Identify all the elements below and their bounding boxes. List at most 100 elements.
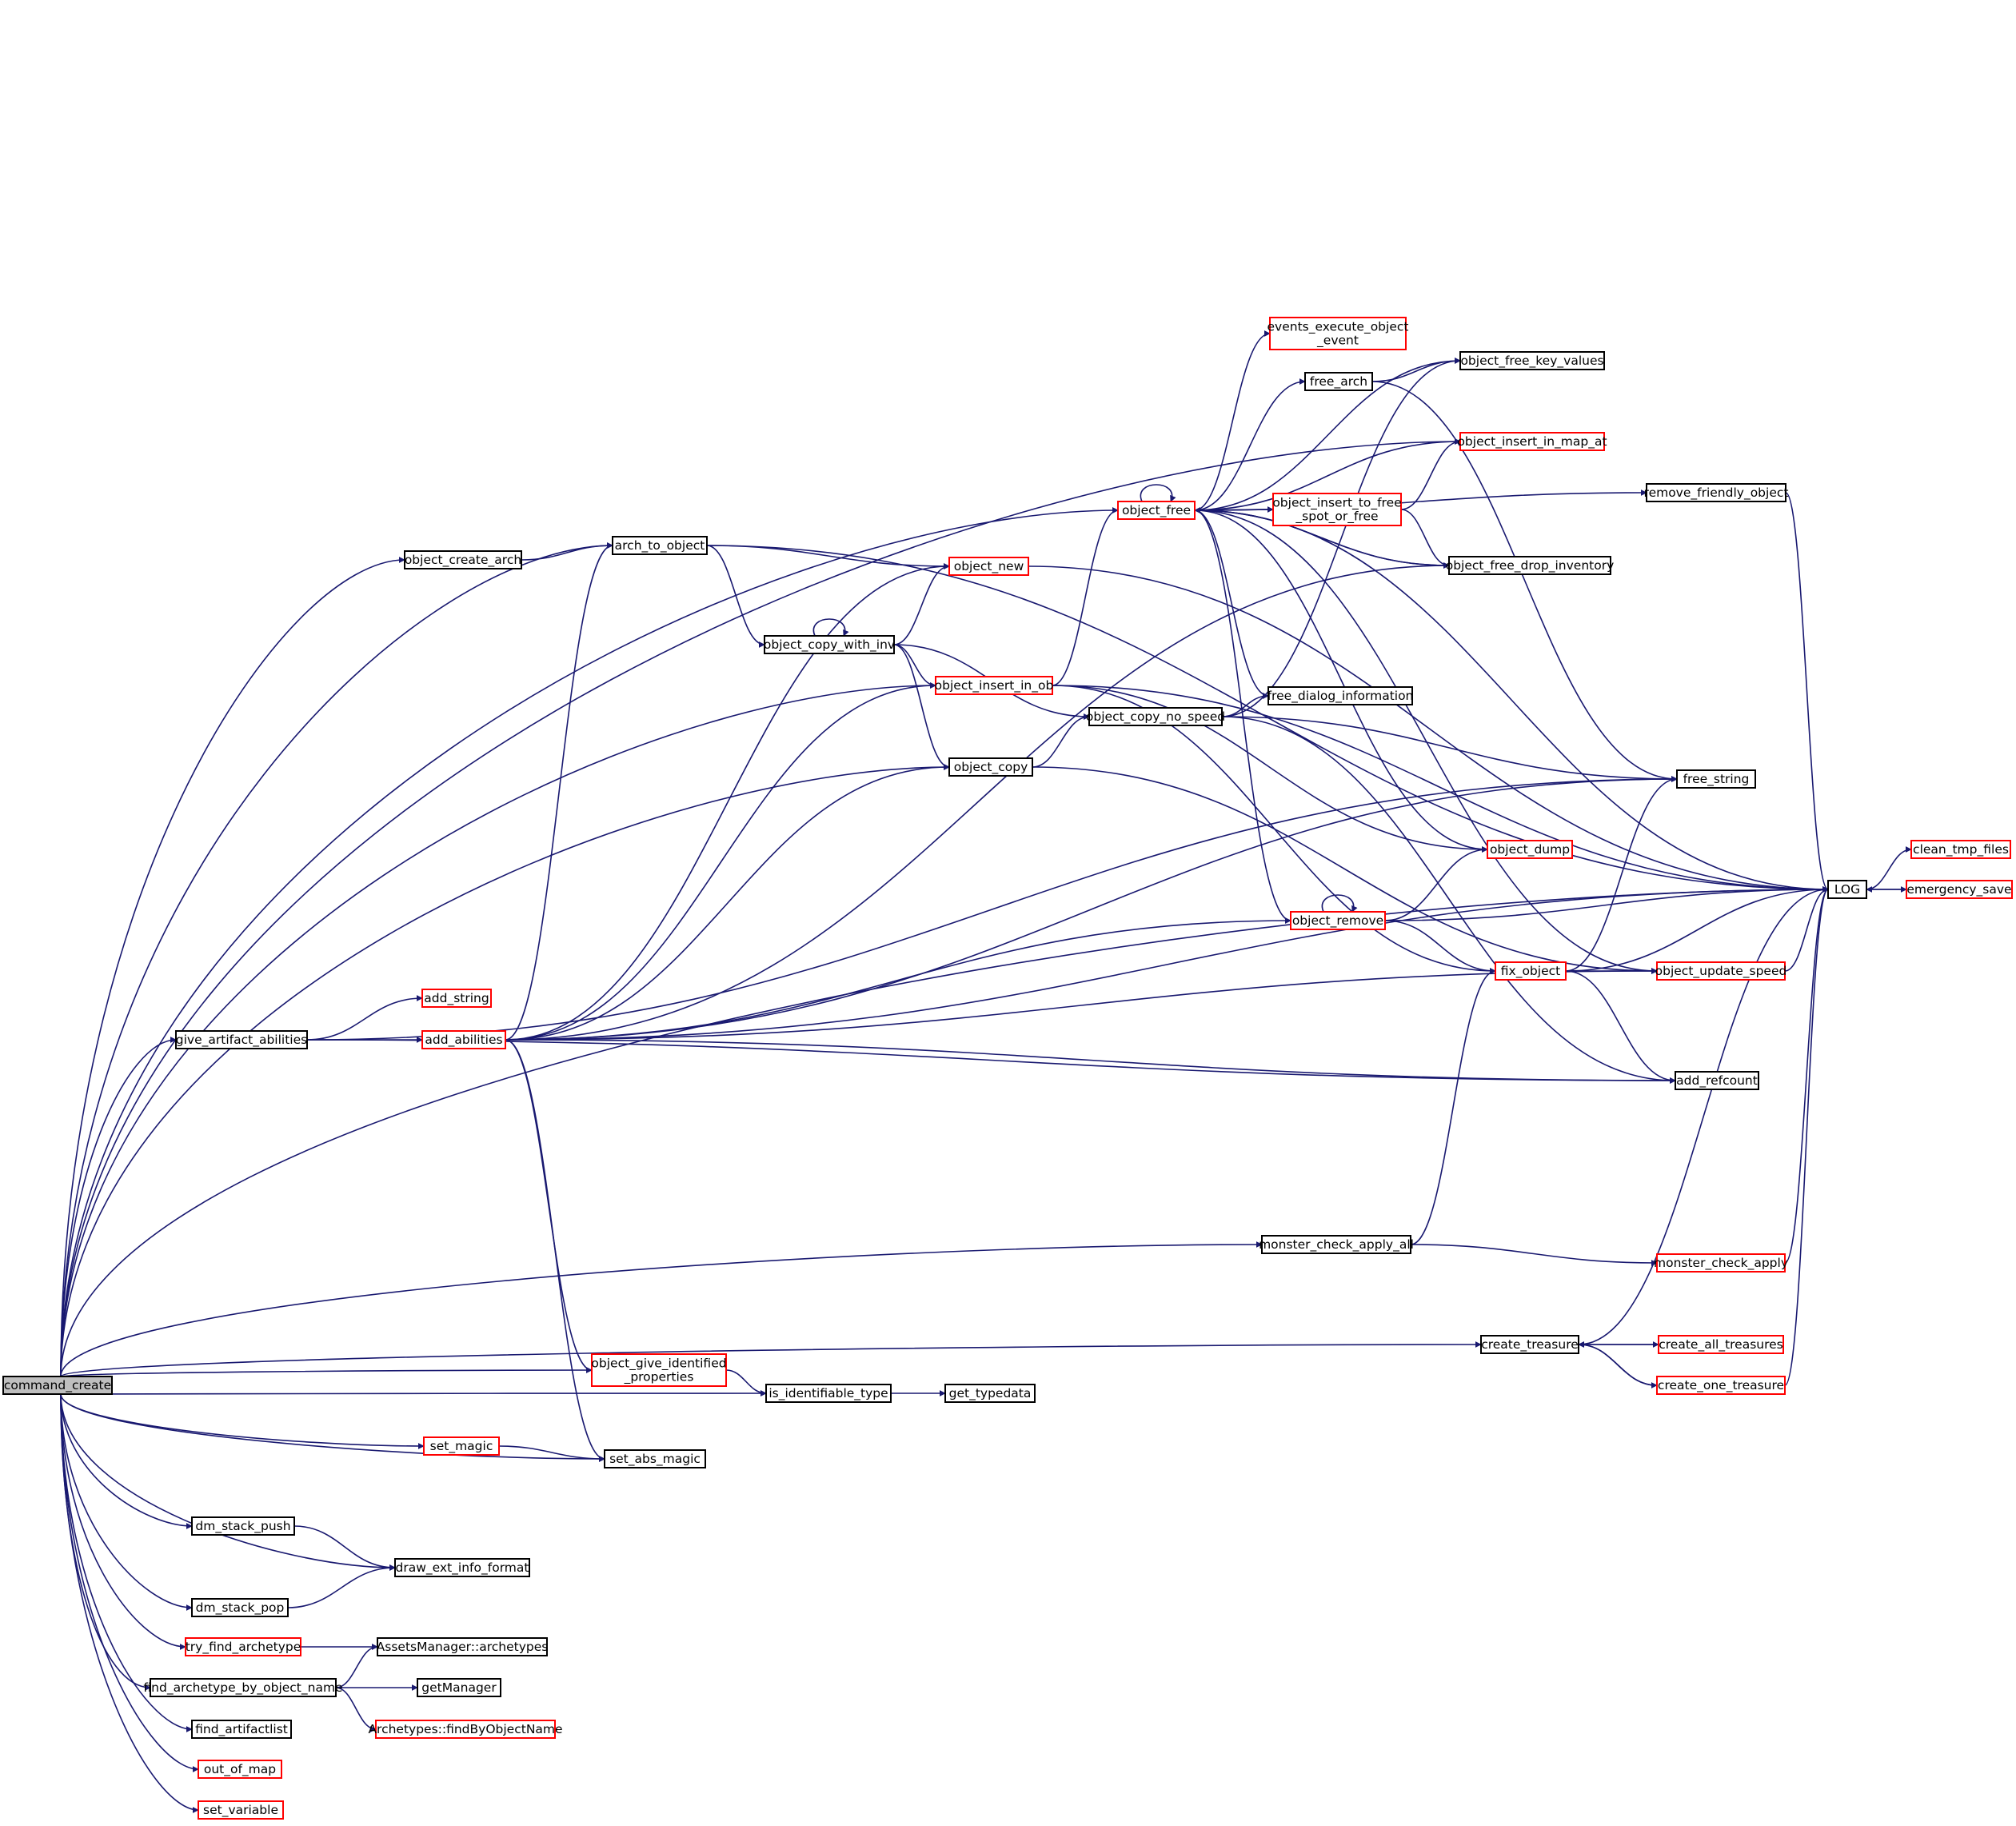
node-out_of_map[interactable]: out_of_map <box>198 1760 282 1779</box>
node-object_give_identified_properties[interactable]: object_give_identified_properties <box>591 1353 727 1387</box>
edge-object_create_arch-to-arch_to_object <box>521 542 613 561</box>
node-Archetypes_findByObjectName[interactable]: Archetypes::findByObjectName <box>368 1720 563 1739</box>
node-object_update_speed[interactable]: object_update_speed <box>1655 961 1787 981</box>
node-monster_check_apply_all[interactable]: monster_check_apply_all <box>1259 1235 1414 1254</box>
edge-add_abilities-to-object_update_speed <box>505 968 1658 1041</box>
edge-monster_check_apply_all-to-monster_check_apply <box>1410 1244 1658 1266</box>
edge-command_create-to-object_copy <box>60 764 950 1377</box>
node-set_variable[interactable]: set_variable <box>198 1800 284 1820</box>
node-give_artifact_abilities[interactable]: give_artifact_abilities <box>175 1030 308 1049</box>
edge-monster_check_apply_all-to-fix_object <box>1410 968 1496 1245</box>
node-box <box>1459 351 1605 370</box>
edge-command_create-to-object_create_arch <box>60 557 405 1377</box>
node-object_copy_no_speed[interactable]: object_copy_no_speed <box>1086 707 1225 726</box>
node-draw_ext_info_format[interactable]: draw_ext_info_format <box>394 1558 530 1577</box>
node-try_find_archetype[interactable]: try_find_archetype <box>185 1637 301 1656</box>
node-clean_tmp_files[interactable]: clean_tmp_files <box>1910 840 2011 859</box>
node-remove_friendly_object[interactable]: remove_friendly_object <box>1644 483 1789 502</box>
node-box <box>1304 372 1373 391</box>
node-box <box>1656 1376 1786 1395</box>
edge-object_free_drop_inventory-to-object_free <box>1194 507 1450 566</box>
node-label: set_magic <box>430 1439 493 1454</box>
node-create_treasure[interactable]: create_treasure <box>1480 1335 1579 1354</box>
node-set_magic[interactable]: set_magic <box>423 1436 500 1456</box>
node-object_create_arch[interactable]: object_create_arch <box>404 550 522 569</box>
node-box <box>1656 961 1786 981</box>
node-command_create[interactable]: command_create <box>2 1376 113 1395</box>
edge-object_free-to-object_dump <box>1194 509 1488 853</box>
node-AssetsManager_archetypes[interactable]: AssetsManager::archetypes <box>377 1637 549 1656</box>
node-set_abs_magic[interactable]: set_abs_magic <box>604 1449 706 1468</box>
node-object_insert_in_map_at[interactable]: object_insert_in_map_at <box>1457 432 1607 451</box>
node-object_insert_in_ob[interactable]: object_insert_in_ob <box>935 676 1054 695</box>
node-dm_stack_push[interactable]: dm_stack_push <box>191 1516 295 1536</box>
node-monster_check_apply[interactable]: monster_check_apply <box>1654 1253 1788 1273</box>
node-create_one_treasure[interactable]: create_one_treasure <box>1656 1376 1786 1395</box>
node-box <box>1487 840 1573 859</box>
edge-give_artifact_abilities-to-add_refcount <box>306 1039 1676 1084</box>
edge-object_copy_no_speed-to-free_string <box>1221 716 1678 782</box>
edge-object_remove-to-object_dump <box>1384 846 1488 921</box>
node-object_insert_to_free_spot_or_free[interactable]: object_insert_to_free_spot_or_free <box>1272 493 1402 526</box>
node-free_dialog_information[interactable]: free_dialog_information <box>1267 686 1414 705</box>
node-box <box>935 676 1053 695</box>
node-free_string[interactable]: free_string <box>1676 769 1756 789</box>
node-add_refcount[interactable]: add_refcount <box>1675 1071 1759 1090</box>
node-object_remove[interactable]: object_remove <box>1290 911 1386 930</box>
node-add_abilities[interactable]: add_abilities <box>421 1030 506 1049</box>
node-box <box>612 536 708 555</box>
node-label: object_create_arch <box>405 553 521 568</box>
node-box <box>375 1720 556 1739</box>
node-find_artifactlist[interactable]: find_artifactlist <box>191 1720 292 1739</box>
node-box <box>1272 493 1402 526</box>
node-events_execute_object_event[interactable]: events_execute_object_event <box>1267 317 1409 350</box>
node-getManager[interactable]: getManager <box>417 1678 501 1697</box>
node-add_string[interactable]: add_string <box>421 989 492 1008</box>
node-object_copy_with_inv[interactable]: object_copy_with_inv <box>764 635 895 654</box>
node-fix_object[interactable]: fix_object <box>1495 961 1567 981</box>
node-box <box>417 1678 501 1697</box>
node-object_new[interactable]: object_new <box>948 557 1029 576</box>
node-get_typedata[interactable]: get_typedata <box>944 1384 1036 1403</box>
edge-object_copy_with_inv-to-object_new <box>893 563 950 645</box>
node-dm_stack_pop[interactable]: dm_stack_pop <box>191 1598 289 1617</box>
edge-object_new-to-LOG <box>1028 565 1829 893</box>
node-label: object_insert_to_free <box>1272 496 1401 511</box>
edge-command_create-to-set_variable <box>60 1393 199 1813</box>
node-label: object_insert_in_ob <box>935 678 1054 693</box>
edge-object_insert_to_free_spot_or_free-to-object_insert_in_map_at <box>1400 438 1461 510</box>
node-box <box>150 1678 337 1697</box>
edge-set_magic-to-set_abs_magic <box>498 1445 605 1462</box>
node-label: object_remove <box>1292 913 1383 929</box>
edge-add_abilities-to-add_refcount <box>505 1039 1676 1084</box>
node-label: try_find_archetype <box>186 1640 301 1655</box>
edge-object_copy_no_speed-to-object_free_key_values <box>1221 358 1461 717</box>
node-object_copy[interactable]: object_copy <box>948 757 1033 777</box>
edge-object_insert_in_ob-to-object_free <box>1052 507 1119 686</box>
node-label: monster_check_apply <box>1654 1256 1788 1271</box>
node-box <box>1117 501 1196 520</box>
node-object_free_key_values[interactable]: object_free_key_values <box>1459 351 1605 370</box>
node-free_arch[interactable]: free_arch <box>1304 372 1373 391</box>
edge-command_create-to-dm_stack_pop <box>60 1393 193 1611</box>
node-create_all_treasures[interactable]: create_all_treasures <box>1658 1335 1784 1354</box>
node-label: object_update_speed <box>1655 964 1787 979</box>
node-object_dump[interactable]: object_dump <box>1487 840 1573 859</box>
edge-fix_object-to-LOG <box>1565 886 1829 972</box>
node-label: get_typedata <box>949 1386 1032 1401</box>
node-box <box>591 1353 727 1387</box>
node-label: out_of_map <box>204 1762 276 1777</box>
node-is_identifiable_type[interactable]: is_identifiable_type <box>765 1384 892 1403</box>
node-arch_to_object[interactable]: arch_to_object <box>612 536 708 555</box>
node-label: is_identifiable_type <box>768 1386 888 1401</box>
node-label: LOG <box>1834 882 1860 897</box>
node-find_archetype_by_object_name[interactable]: find_archetype_by_object_name <box>143 1678 343 1697</box>
node-box <box>1658 1335 1784 1354</box>
node-LOG[interactable]: LOG <box>1827 880 1867 899</box>
node-object_free[interactable]: object_free <box>1117 501 1196 520</box>
node-emergency_save[interactable]: emergency_save <box>1906 880 2013 899</box>
edge-command_create-to-draw_ext_info_format <box>60 1393 396 1571</box>
node-box <box>175 1030 308 1049</box>
node-object_free_drop_inventory[interactable]: object_free_drop_inventory <box>1446 556 1615 575</box>
